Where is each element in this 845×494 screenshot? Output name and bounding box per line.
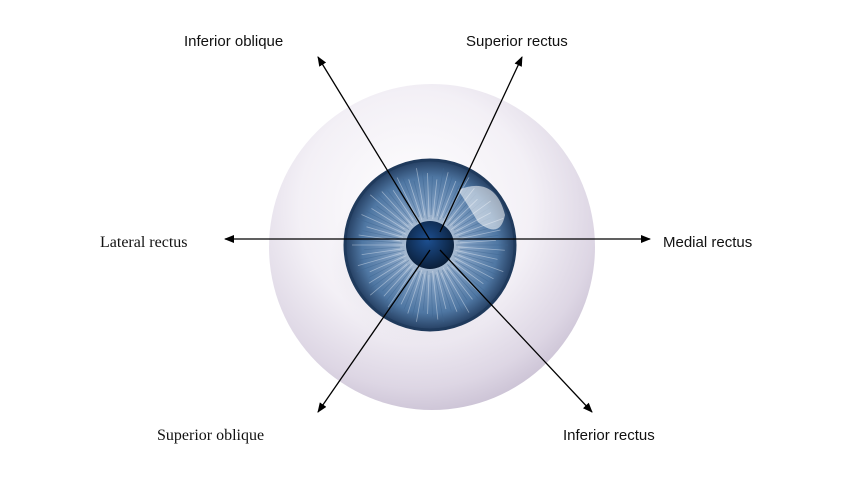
arrow-superior-oblique [317,249,431,413]
label-superior-rectus: Superior rectus [466,33,568,50]
arrow-superior-rectus [439,56,523,233]
label-inferior-oblique: Inferior oblique [184,33,284,50]
arrow-inferior-oblique [317,56,431,241]
label-medial-rectus: Medial rectus [663,234,753,251]
label-superior-oblique: Superior oblique [157,427,265,444]
arrow-inferior-rectus [439,249,593,413]
iris-fibers [352,168,508,322]
label-lateral-rectus: Lateral rectus [100,234,188,251]
label-inferior-rectus: Inferior rectus [563,427,655,444]
pupil [406,221,454,269]
iris-rim [343,158,517,332]
cornea-highlight [458,185,505,230]
